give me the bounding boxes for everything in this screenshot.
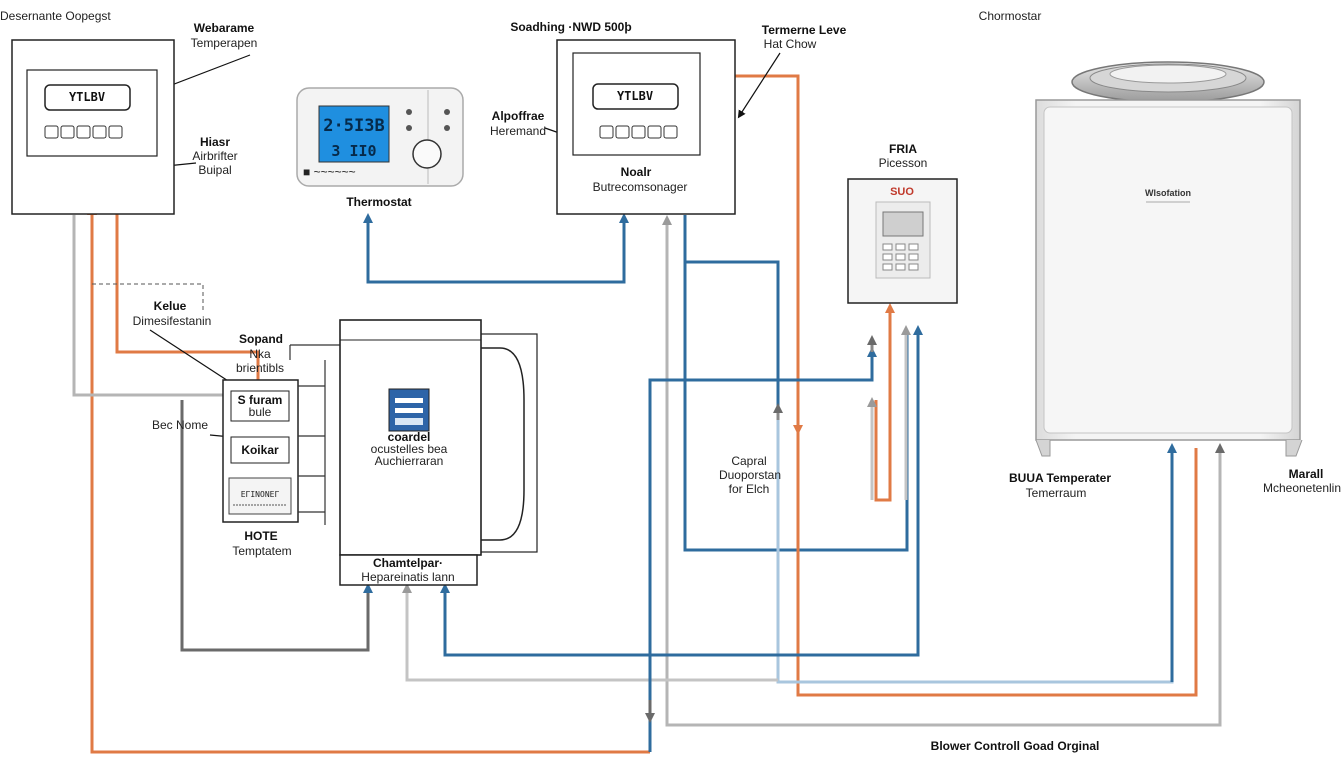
- thermostat-small-label: ■ ~~~~~~: [303, 165, 356, 179]
- panel-left-side3: Buipal: [198, 163, 231, 177]
- panel-left-side1: Hiasr: [200, 135, 230, 149]
- thermostat-device: 2·5I3B 3 II0 ■ ~~~~~~: [296, 87, 464, 187]
- fria-title: FRIA: [889, 142, 917, 156]
- wires: [72, 74, 1225, 754]
- thermostat-dot: [444, 109, 450, 115]
- panel-left-display: YTLBV: [69, 90, 105, 104]
- thermostat-caption: Thermostat: [346, 195, 411, 209]
- thermostat-display-top: 2·5I3B: [323, 116, 384, 136]
- panel-left-sub: Temperapen: [191, 36, 258, 50]
- wire-orange-left-return: [87, 205, 650, 754]
- sopand-label-1: Sopand: [239, 332, 283, 346]
- panel-mid-right2: Hat Chow: [764, 37, 817, 51]
- fria-sub: Picesson: [879, 156, 928, 170]
- fria-keypad: [882, 243, 919, 271]
- thermostat-dot: [406, 109, 412, 115]
- wire-gray-unit-bottom: [402, 583, 778, 682]
- air-handler-unit: coardel ocustelles bea Auchierraran Cham…: [339, 319, 538, 586]
- wire-blue-unit-bottom: [440, 325, 923, 657]
- wire-dashed: [92, 283, 204, 312]
- panel-mid-inner2: Butrecomsonager: [593, 180, 688, 194]
- panel-mid-left1: Alpoffrae: [492, 109, 545, 123]
- sopand-label-3: brientibls: [236, 361, 284, 375]
- wire-orange-panel-to-module: [115, 202, 260, 382]
- panel-mid-keypad: [599, 125, 678, 139]
- module-row1b: bule: [249, 405, 272, 419]
- top-right-corner-label: Chormostar: [979, 9, 1042, 23]
- control-panel-middle: YTLBV Noalr Butrecomsonager: [556, 39, 736, 215]
- capral-label-2: Duoporstan: [719, 468, 781, 482]
- capral-label-1: Capral: [731, 454, 766, 468]
- unit-inner-1: coardel: [388, 430, 431, 444]
- kelue-label-1: Kelue: [154, 299, 187, 313]
- wire-blue-to-fria: [648, 347, 877, 752]
- panel-left-keypad: [44, 125, 123, 139]
- unit-bottom-1: Chamtelpar·: [373, 556, 443, 570]
- top-left-corner-label: Desernante Oopegst: [0, 9, 111, 23]
- bec-nome-label: Bec Nome: [152, 418, 208, 432]
- buua-label-2: Temerraum: [1026, 486, 1087, 500]
- fria-controller: SUO: [847, 178, 958, 304]
- thermostat-dial: [412, 139, 442, 169]
- panel-mid-header: Soadhing ·NWD 500þ: [510, 20, 631, 34]
- wire-darkgray-module-bottom: [180, 400, 373, 652]
- relay-module: S furam bule Koikar ΕΓΙΝΟΝΕΓ: [222, 379, 299, 523]
- kelue-label-2: Dimesifestanin: [133, 314, 212, 328]
- module-row1a: S furam: [238, 393, 283, 407]
- panel-left-side2: Airbrifter: [192, 149, 237, 163]
- fria-brand: SUO: [890, 186, 914, 198]
- thermostat-dot: [406, 125, 412, 131]
- hote-label-2: Temptatem: [232, 544, 291, 558]
- wire-orange-mid-top: [735, 74, 803, 435]
- panel-mid-display: YTLBV: [617, 89, 653, 103]
- module-row2: Koikar: [241, 443, 279, 457]
- wire-blue-thermostat-to-panel: [363, 213, 629, 284]
- panel-mid-right1: Termerne Leve: [762, 23, 847, 37]
- panel-left-title: Webarame: [194, 21, 255, 35]
- panel-mid-left2: Heremand: [490, 124, 546, 138]
- panel-mid-inner1: Noalr: [621, 165, 652, 179]
- control-panel-left: YTLBV: [11, 39, 175, 215]
- marall-label-1: Marall: [1289, 467, 1324, 481]
- wire-gray-panel-to-module: [72, 215, 228, 397]
- capral-label-3: for Elch: [729, 482, 770, 496]
- wire-blue-mid-to-capral: [685, 260, 780, 410]
- sopand-label-2: Nka: [249, 347, 271, 361]
- thermostat-screen: [318, 105, 390, 163]
- blower-caption: Blower Controll Goad Orginal: [931, 739, 1100, 753]
- thermostat-display-bottom: 3 II0: [331, 142, 376, 160]
- marall-label-2: Mcheonetenlin: [1263, 481, 1341, 495]
- module-connector-rails: [289, 344, 340, 525]
- unit-bottom-2: Hepareinatis lann: [361, 570, 454, 584]
- unit-inner-3: Auchierraran: [375, 454, 444, 468]
- thermostat-dot: [444, 125, 450, 131]
- unit-inner-2: ocustelles bea: [371, 442, 448, 456]
- wire-orange-fria-loop: [874, 303, 895, 502]
- furnace-unit: Wlsofation: [1035, 61, 1303, 457]
- buua-label-1: BUUA Temperater: [1009, 471, 1111, 485]
- module-row3: ΕΓΙΝΟΝΕΓ: [241, 490, 280, 499]
- hote-label-1: HOTE: [244, 529, 277, 543]
- furnace-badge: Wlsofation: [1145, 188, 1191, 198]
